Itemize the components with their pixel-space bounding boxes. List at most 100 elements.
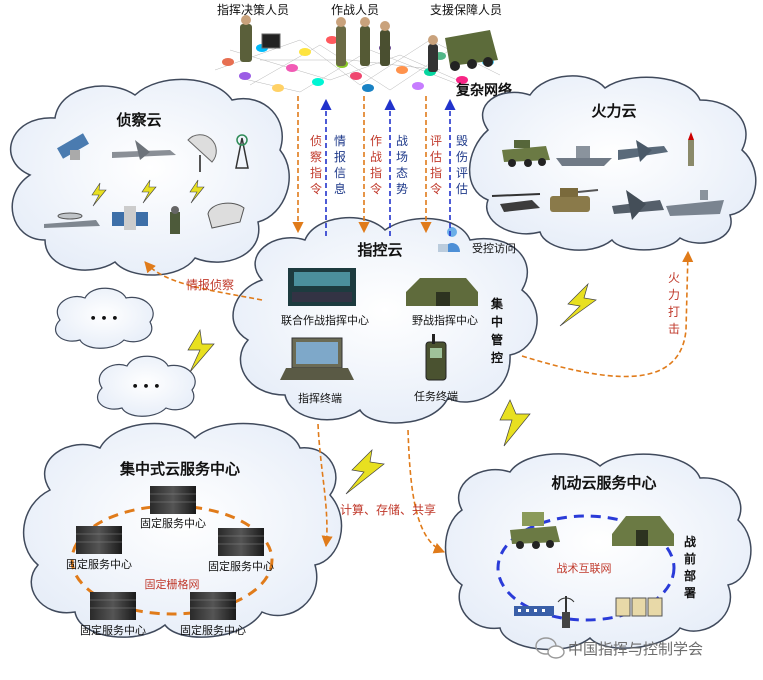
intel-recon-label: 情报侦察 xyxy=(186,277,234,292)
pre-deploy-char: 战 xyxy=(684,534,696,549)
fire-strike-char: 击 xyxy=(668,322,680,336)
ellipsis-text: • • • xyxy=(90,312,119,325)
vertical-link-labels: 侦 察 指 令 情 报 信 息 作 战 指 令 战 场 态 势 评 估 指 令 … xyxy=(310,133,468,196)
spy-satellite-icon xyxy=(112,206,148,230)
soldier-figures-icon xyxy=(240,15,498,72)
field-tent-icon xyxy=(612,516,674,546)
lightning-icon xyxy=(141,179,157,204)
link-label-char: 察 xyxy=(310,150,322,164)
fighter-jet-icon xyxy=(618,140,668,162)
ellipsis-text: • • • xyxy=(132,380,161,393)
centralized-control-char: 管 xyxy=(491,332,503,347)
link-label-char: 报 xyxy=(334,149,346,164)
link-label-char: 场 xyxy=(396,150,408,164)
missile-icon xyxy=(688,132,694,166)
link-label-char: 作 xyxy=(370,134,382,148)
field-command-center-label: 野战指挥中心 xyxy=(412,313,478,327)
small-cloud: • • • xyxy=(96,355,196,417)
awacs-icon xyxy=(44,212,100,228)
complex-network-graphic xyxy=(214,15,501,93)
command-cloud: 指控云 联合作战指挥中心 野战指挥中心 指挥终端 任务终端 受控 xyxy=(232,217,538,424)
fixed-grid-ring xyxy=(70,504,274,616)
pre-deploy-char: 署 xyxy=(683,586,696,600)
server-rack-icon xyxy=(76,526,122,554)
link-label-char: 势 xyxy=(396,182,408,196)
joint-command-center-icon xyxy=(288,268,356,306)
vertical-link-arrows xyxy=(292,96,456,236)
link-label-char: 指 xyxy=(430,165,442,180)
fire-cloud-title: 火力云 xyxy=(591,102,636,120)
lightning-icon xyxy=(499,399,531,447)
server-label: 固定服务中心 xyxy=(208,559,274,573)
fire-strike-char: 力 xyxy=(668,288,680,302)
command-cloud-title: 指控云 xyxy=(357,241,402,259)
link-label-char: 评 xyxy=(430,134,442,148)
stealth-fighter-icon xyxy=(612,190,664,220)
fire-cloud: 火力云 xyxy=(468,75,757,251)
link-label-char: 信 xyxy=(334,166,346,180)
lightning-icon xyxy=(187,328,215,373)
link-label-char: 态 xyxy=(396,166,408,180)
personnel-label-support: 支援保障人员 xyxy=(430,2,502,17)
mobile-cloud-title: 机动云服务中心 xyxy=(551,474,656,492)
radar-dish-icon xyxy=(187,134,217,172)
central-cloud-title: 集中式云服务中心 xyxy=(119,460,240,478)
tank-icon xyxy=(550,188,599,212)
lightning-icon xyxy=(345,448,385,495)
radar-array-icon xyxy=(207,202,245,229)
handheld-terminal-icon xyxy=(425,334,447,381)
server-rack-icon xyxy=(190,592,236,620)
carrier-icon xyxy=(666,190,724,216)
link-label-char: 估 xyxy=(456,182,468,196)
antenna-tower-icon xyxy=(235,134,249,169)
link-label-char: 伤 xyxy=(456,150,468,164)
task-terminal-label: 任务终端 xyxy=(414,389,458,403)
link-label-char: 令 xyxy=(370,181,382,196)
to-central-arrow xyxy=(317,423,333,548)
mobile-cloud: 机动云服务中心 战术互联网 战 前 部 署 xyxy=(444,453,752,651)
server-node-icon xyxy=(615,597,663,617)
recon-cloud-title: 侦察云 xyxy=(115,111,161,129)
intel-recon-arrow xyxy=(144,261,263,301)
centralized-control-char: 中 xyxy=(491,314,503,329)
link-label-char: 侦 xyxy=(310,134,322,148)
lightning-icon xyxy=(559,282,597,327)
lightning-icon xyxy=(91,182,107,207)
link-label-char: 指 xyxy=(370,165,382,180)
link-label-char: 令 xyxy=(430,181,442,196)
satellite-icon xyxy=(57,133,89,160)
link-label-char: 估 xyxy=(430,150,442,164)
fire-strike-char: 打 xyxy=(668,305,680,319)
link-label-char: 息 xyxy=(334,181,346,196)
to-mobile-arrow xyxy=(407,429,446,554)
helicopter-icon xyxy=(491,193,541,212)
wechat-logo-icon xyxy=(535,637,565,659)
link-label-char: 毁 xyxy=(456,133,468,148)
network-switch-icon xyxy=(514,606,554,616)
central-cloud: 集中式云服务中心 固定服务中心 固定服务中心 固定服务中心 固定服务中心 固定服… xyxy=(22,422,343,638)
link-label-char: 战 xyxy=(396,134,408,148)
link-label-char: 指 xyxy=(310,165,322,180)
joint-command-center-label: 联合作战指挥中心 xyxy=(281,313,369,327)
centralized-control-char: 控 xyxy=(491,350,503,365)
command-terminal-label: 指挥终端 xyxy=(298,391,342,405)
small-cloud: • • • xyxy=(54,287,154,349)
link-label-char: 战 xyxy=(370,150,382,164)
server-rack-icon xyxy=(150,486,196,514)
server-label: 固定服务中心 xyxy=(66,557,132,571)
server-label: 固定服务中心 xyxy=(80,623,146,637)
link-label-char: 情 xyxy=(334,134,346,148)
centralized-control-char: 集 xyxy=(490,296,504,311)
watermark-text: 中国指挥与控制学会 xyxy=(568,640,703,658)
aircraft-icon xyxy=(112,140,176,160)
compute-storage-share-label: 计算、存储、共享 xyxy=(340,502,436,517)
laptop-terminal-icon xyxy=(280,337,354,380)
lightning-icon xyxy=(189,179,205,204)
ground-sensor-icon xyxy=(170,206,180,234)
server-rack-icon xyxy=(218,528,264,556)
fire-strike-char: 火 xyxy=(668,271,680,285)
server-rack-icon xyxy=(90,592,136,620)
link-label-char: 评 xyxy=(456,166,468,180)
server-label: 固定服务中心 xyxy=(180,623,246,637)
